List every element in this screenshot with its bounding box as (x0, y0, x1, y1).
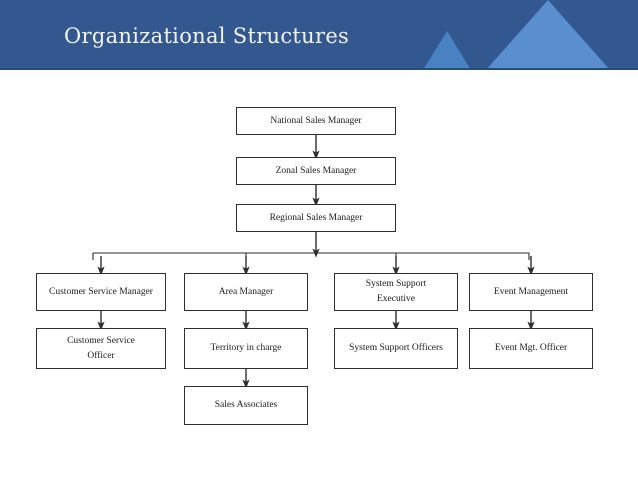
node-sales-associates[interactable]: Sales Associates (184, 386, 308, 425)
node-event-mgt-officer[interactable]: Event Mgt. Officer (469, 328, 593, 369)
node-label: System Support Officers (349, 343, 443, 354)
node-national-sales-manager[interactable]: National Sales Manager (236, 107, 396, 135)
node-label: Territory in charge (210, 343, 282, 354)
node-label: Regional Sales Manager (269, 212, 363, 223)
node-label: Sales Associates (214, 400, 278, 411)
node-label: Zonal Sales Manager (275, 165, 357, 176)
node-label: Area Manager (218, 286, 274, 297)
node-label-line-1: Customer Service (67, 335, 135, 346)
node-system-support-officers[interactable]: System Support Officers (334, 328, 458, 369)
node-event-management[interactable]: Event Management (469, 273, 593, 311)
slide-header: Organizational Structures (0, 0, 638, 70)
node-customer-service-manager[interactable]: Customer Service Manager (36, 273, 166, 311)
node-system-support-executive[interactable]: System Support Executive (334, 273, 458, 311)
node-label-line-2: Executive (377, 294, 415, 304)
page-title: Organizational Structures (64, 24, 350, 48)
small-triangle-decoration-icon (423, 31, 471, 70)
header-bottom-edge (0, 68, 638, 70)
node-zonal-sales-manager[interactable]: Zonal Sales Manager (236, 157, 396, 185)
node-label: Customer Service Manager (49, 286, 153, 297)
node-label: Event Management (493, 286, 569, 297)
node-regional-sales-manager[interactable]: Regional Sales Manager (236, 204, 396, 232)
node-customer-service-officer[interactable]: Customer Service Officer (36, 328, 166, 369)
large-triangle-decoration-icon (486, 0, 610, 70)
node-label: Event Mgt. Officer (494, 343, 568, 354)
node-label-line-2: Officer (87, 350, 115, 361)
node-territory-in-charge[interactable]: Territory in charge (184, 328, 308, 369)
node-label-line-1: System Support (365, 279, 427, 290)
node-label: National Sales Manager (270, 115, 362, 126)
org-chart: National Sales Manager Zonal Sales Manag… (0, 70, 638, 479)
node-area-manager[interactable]: Area Manager (184, 273, 308, 311)
